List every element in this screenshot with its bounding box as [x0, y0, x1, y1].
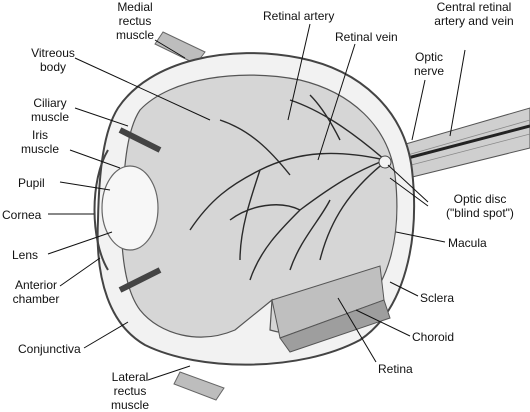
label-anterior-chamber: Anterior chamber	[12, 278, 60, 306]
ciliary-body-lower-shape	[118, 267, 162, 293]
label-central-retinal-artery-and-vein: Central retinal artery and vein	[434, 0, 514, 28]
label-lateral-rectus-muscle: Lateral rectus muscle	[110, 370, 149, 412]
retinal-vessels	[189, 94, 386, 281]
ciliary-body-shape	[118, 127, 162, 153]
cornea-shape	[93, 149, 109, 271]
label-lens: Lens	[12, 248, 39, 262]
label-sclera: Sclera	[420, 291, 455, 305]
label-retinal-artery: Retinal artery	[263, 9, 335, 23]
label-iris-muscle: Iris muscle	[20, 128, 59, 156]
label-retina: Retina	[378, 362, 413, 376]
label-ciliary-muscle: Ciliary muscle	[30, 96, 69, 124]
label-optic-nerve: Optic nerve	[413, 50, 445, 78]
label-conjunctiva: Conjunctiva	[18, 342, 81, 356]
label-optic-disc: Optic disc ("blind spot")	[446, 192, 514, 220]
label-retinal-vein: Retinal vein	[335, 30, 398, 44]
optic-nerve-bundle	[384, 107, 530, 183]
label-cornea: Cornea	[2, 208, 42, 222]
lens-shape	[101, 165, 159, 251]
leader-lines	[47, 23, 466, 381]
label-vitreous-body: Vitreous body	[31, 46, 75, 74]
lateral-rectus-muscle-shape	[173, 371, 225, 401]
label-choroid: Choroid	[412, 330, 455, 344]
label-macula: Macula	[448, 236, 487, 250]
label-pupil: Pupil	[18, 176, 45, 190]
label-medial-rectus-muscle: Medial rectus muscle	[115, 0, 154, 42]
